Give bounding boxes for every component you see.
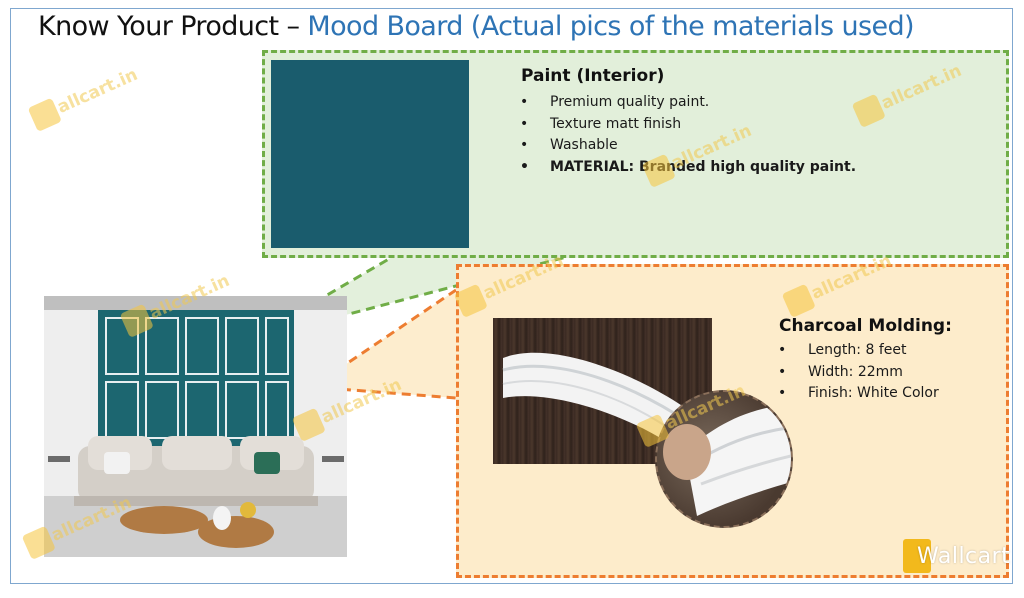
molding-callout-wedge <box>312 290 456 398</box>
list-item: Texture matt finish <box>520 114 856 136</box>
page-title: Know Your Product – Mood Board (Actual p… <box>38 11 915 42</box>
molding-closeup-image <box>663 406 791 516</box>
paint-feature-list: Premium quality paint. Texture matt fini… <box>520 92 856 178</box>
slide-frame <box>10 8 1013 584</box>
brand-logo: Wallcart <box>903 538 1010 574</box>
molding-spec-list: Length: 8 feet Width: 22mm Finish: White… <box>778 340 939 405</box>
brand-logo-text: Wallcart <box>917 543 1011 569</box>
molding-closeup-circle <box>655 390 793 528</box>
paint-heading: Paint (Interior) <box>521 66 665 86</box>
wallcart-logo-icon <box>903 539 931 573</box>
title-prefix: Know Your Product – <box>38 11 308 42</box>
room-render-image <box>44 296 347 557</box>
list-item: Width: 22mm <box>778 362 939 384</box>
paint-color-swatch <box>271 60 469 248</box>
list-item: Premium quality paint. <box>520 92 856 114</box>
list-item: Finish: White Color <box>778 383 939 405</box>
list-item: Length: 8 feet <box>778 340 939 362</box>
list-item: MATERIAL: Branded high quality paint. <box>520 157 856 179</box>
molding-heading: Charcoal Molding: <box>779 316 952 336</box>
living-room-illustration <box>44 296 347 557</box>
list-item: Washable <box>520 135 856 157</box>
title-accent: Mood Board (Actual pics of the materials… <box>307 11 914 42</box>
molding-callout-line-2 <box>311 385 457 400</box>
